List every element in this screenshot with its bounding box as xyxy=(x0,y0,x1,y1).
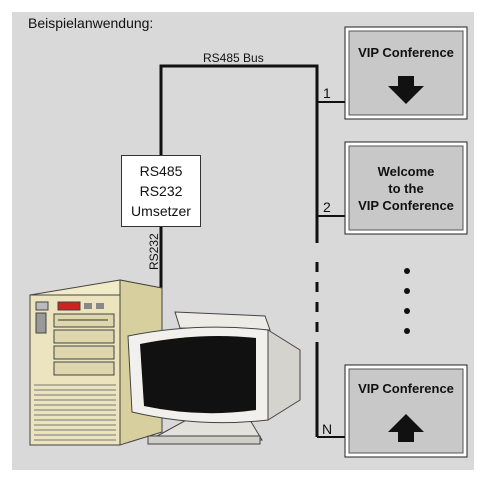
ellipsis-dot xyxy=(404,268,410,274)
converter-line-3: Umsetzer xyxy=(131,203,191,219)
panel-1-text: VIP Conference xyxy=(358,45,454,60)
panel-2-line-1: Welcome xyxy=(377,164,435,179)
up-arrow-icon xyxy=(388,414,424,442)
bus-node-number-2: 2 xyxy=(323,199,331,215)
diagram-title: Beispielanwendung: xyxy=(28,15,154,31)
converter-box: RS485 RS232 Umsetzer xyxy=(121,155,201,227)
converter-line-1: RS485 xyxy=(139,163,183,179)
rs232-cable-label: RS232 xyxy=(147,233,161,270)
ellipsis-dot xyxy=(404,308,410,314)
bus-node-number-1: 1 xyxy=(323,85,331,101)
pc-tower-icon xyxy=(29,279,163,446)
bus-label: RS485 Bus xyxy=(203,51,264,65)
panel-2-text: Welcome to the VIP Conference xyxy=(349,163,463,214)
ellipsis-dot xyxy=(404,288,410,294)
panel-2-line-3: VIP Conference xyxy=(358,198,454,213)
bus-node-number-n: N xyxy=(322,421,333,437)
panel-2-line-2: to the xyxy=(388,181,424,196)
display-panel-2 xyxy=(344,141,468,235)
monitor-icon xyxy=(127,311,301,445)
display-panel-1 xyxy=(344,26,468,120)
down-arrow-icon xyxy=(388,76,424,104)
converter-line-2: RS232 xyxy=(139,183,183,199)
ellipsis-dot xyxy=(404,328,410,334)
rs485-bus-line xyxy=(159,64,319,243)
panel-n-text: VIP Conference xyxy=(358,381,454,396)
display-panel-n xyxy=(344,364,468,458)
